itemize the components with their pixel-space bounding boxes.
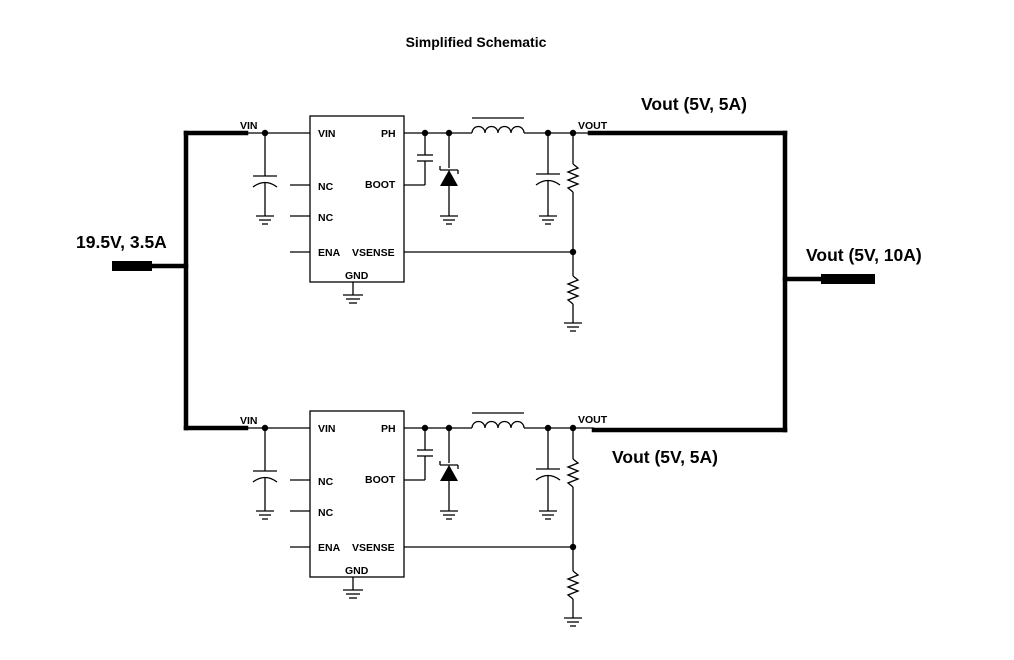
stage2-pin-nc1: NC bbox=[318, 476, 334, 488]
stage2-pin-nc2: NC bbox=[318, 507, 334, 519]
stage1-pin-boot: BOOT bbox=[365, 179, 396, 191]
output-bus bbox=[587, 130, 875, 433]
input-bus bbox=[112, 130, 249, 431]
stage2-pin-boot: BOOT bbox=[365, 474, 396, 486]
stage2-pin-ena: ENA bbox=[318, 542, 341, 554]
stage2-output-label: Vout (5V, 5A) bbox=[612, 447, 718, 467]
stage1-vin-net: VIN bbox=[240, 120, 258, 132]
stage2-ic-ground bbox=[343, 577, 363, 599]
converter-stage-2: VIN VOUT VIN PH NC BOOT NC ENA VSENSE GN… bbox=[240, 410, 608, 627]
stage2-pin-gnd: GND bbox=[345, 565, 369, 577]
stage2-input-capacitor bbox=[252, 428, 278, 520]
stage1-output-capacitor bbox=[535, 133, 561, 225]
stage2-boot-capacitor bbox=[404, 428, 433, 481]
converter-stage-1: VIN VOUT VIN PH NC BOOT NC ENA VSENSE GN… bbox=[240, 115, 608, 332]
stage1-pin-vin: VIN bbox=[318, 128, 336, 140]
stage2-pin-vsense: VSENSE bbox=[352, 542, 395, 554]
stage1-vout-net: VOUT bbox=[578, 120, 608, 132]
stage1-input-capacitor bbox=[252, 133, 278, 225]
stage1-pin-gnd: GND bbox=[345, 270, 369, 282]
stage1-pin-vsense: VSENSE bbox=[352, 247, 395, 259]
stage2-diode bbox=[439, 428, 459, 520]
diagram-title: Simplified Schematic bbox=[406, 34, 547, 50]
stage2-vout-net: VOUT bbox=[578, 414, 608, 426]
stage1-boot-capacitor bbox=[404, 133, 433, 186]
stage2-inductor bbox=[471, 412, 594, 429]
stage2-pin-vin: VIN bbox=[318, 423, 336, 435]
stage1-pin-nc2: NC bbox=[318, 212, 334, 224]
input-connector bbox=[112, 261, 152, 271]
stage1-ic bbox=[309, 115, 405, 283]
stage1-inductor bbox=[471, 117, 590, 134]
stage1-ic-ground bbox=[343, 282, 363, 304]
input-label: 19.5V, 3.5A bbox=[76, 232, 167, 252]
stage2-feedback-divider bbox=[404, 428, 582, 627]
stage1-pin-nc1: NC bbox=[318, 181, 334, 193]
output-combined-label: Vout (5V, 10A) bbox=[806, 245, 922, 265]
output-connector bbox=[821, 274, 875, 284]
stage1-pin-ena: ENA bbox=[318, 247, 341, 259]
stage2-output-capacitor bbox=[535, 428, 561, 520]
stage1-diode bbox=[439, 133, 459, 225]
stage2-pin-ph: PH bbox=[381, 423, 396, 435]
stage2-ic bbox=[309, 410, 405, 578]
stage1-output-label: Vout (5V, 5A) bbox=[641, 94, 747, 114]
stage1-pin-ph: PH bbox=[381, 128, 396, 140]
stage1-feedback-divider bbox=[404, 133, 582, 332]
stage2-vin-net: VIN bbox=[240, 415, 258, 427]
